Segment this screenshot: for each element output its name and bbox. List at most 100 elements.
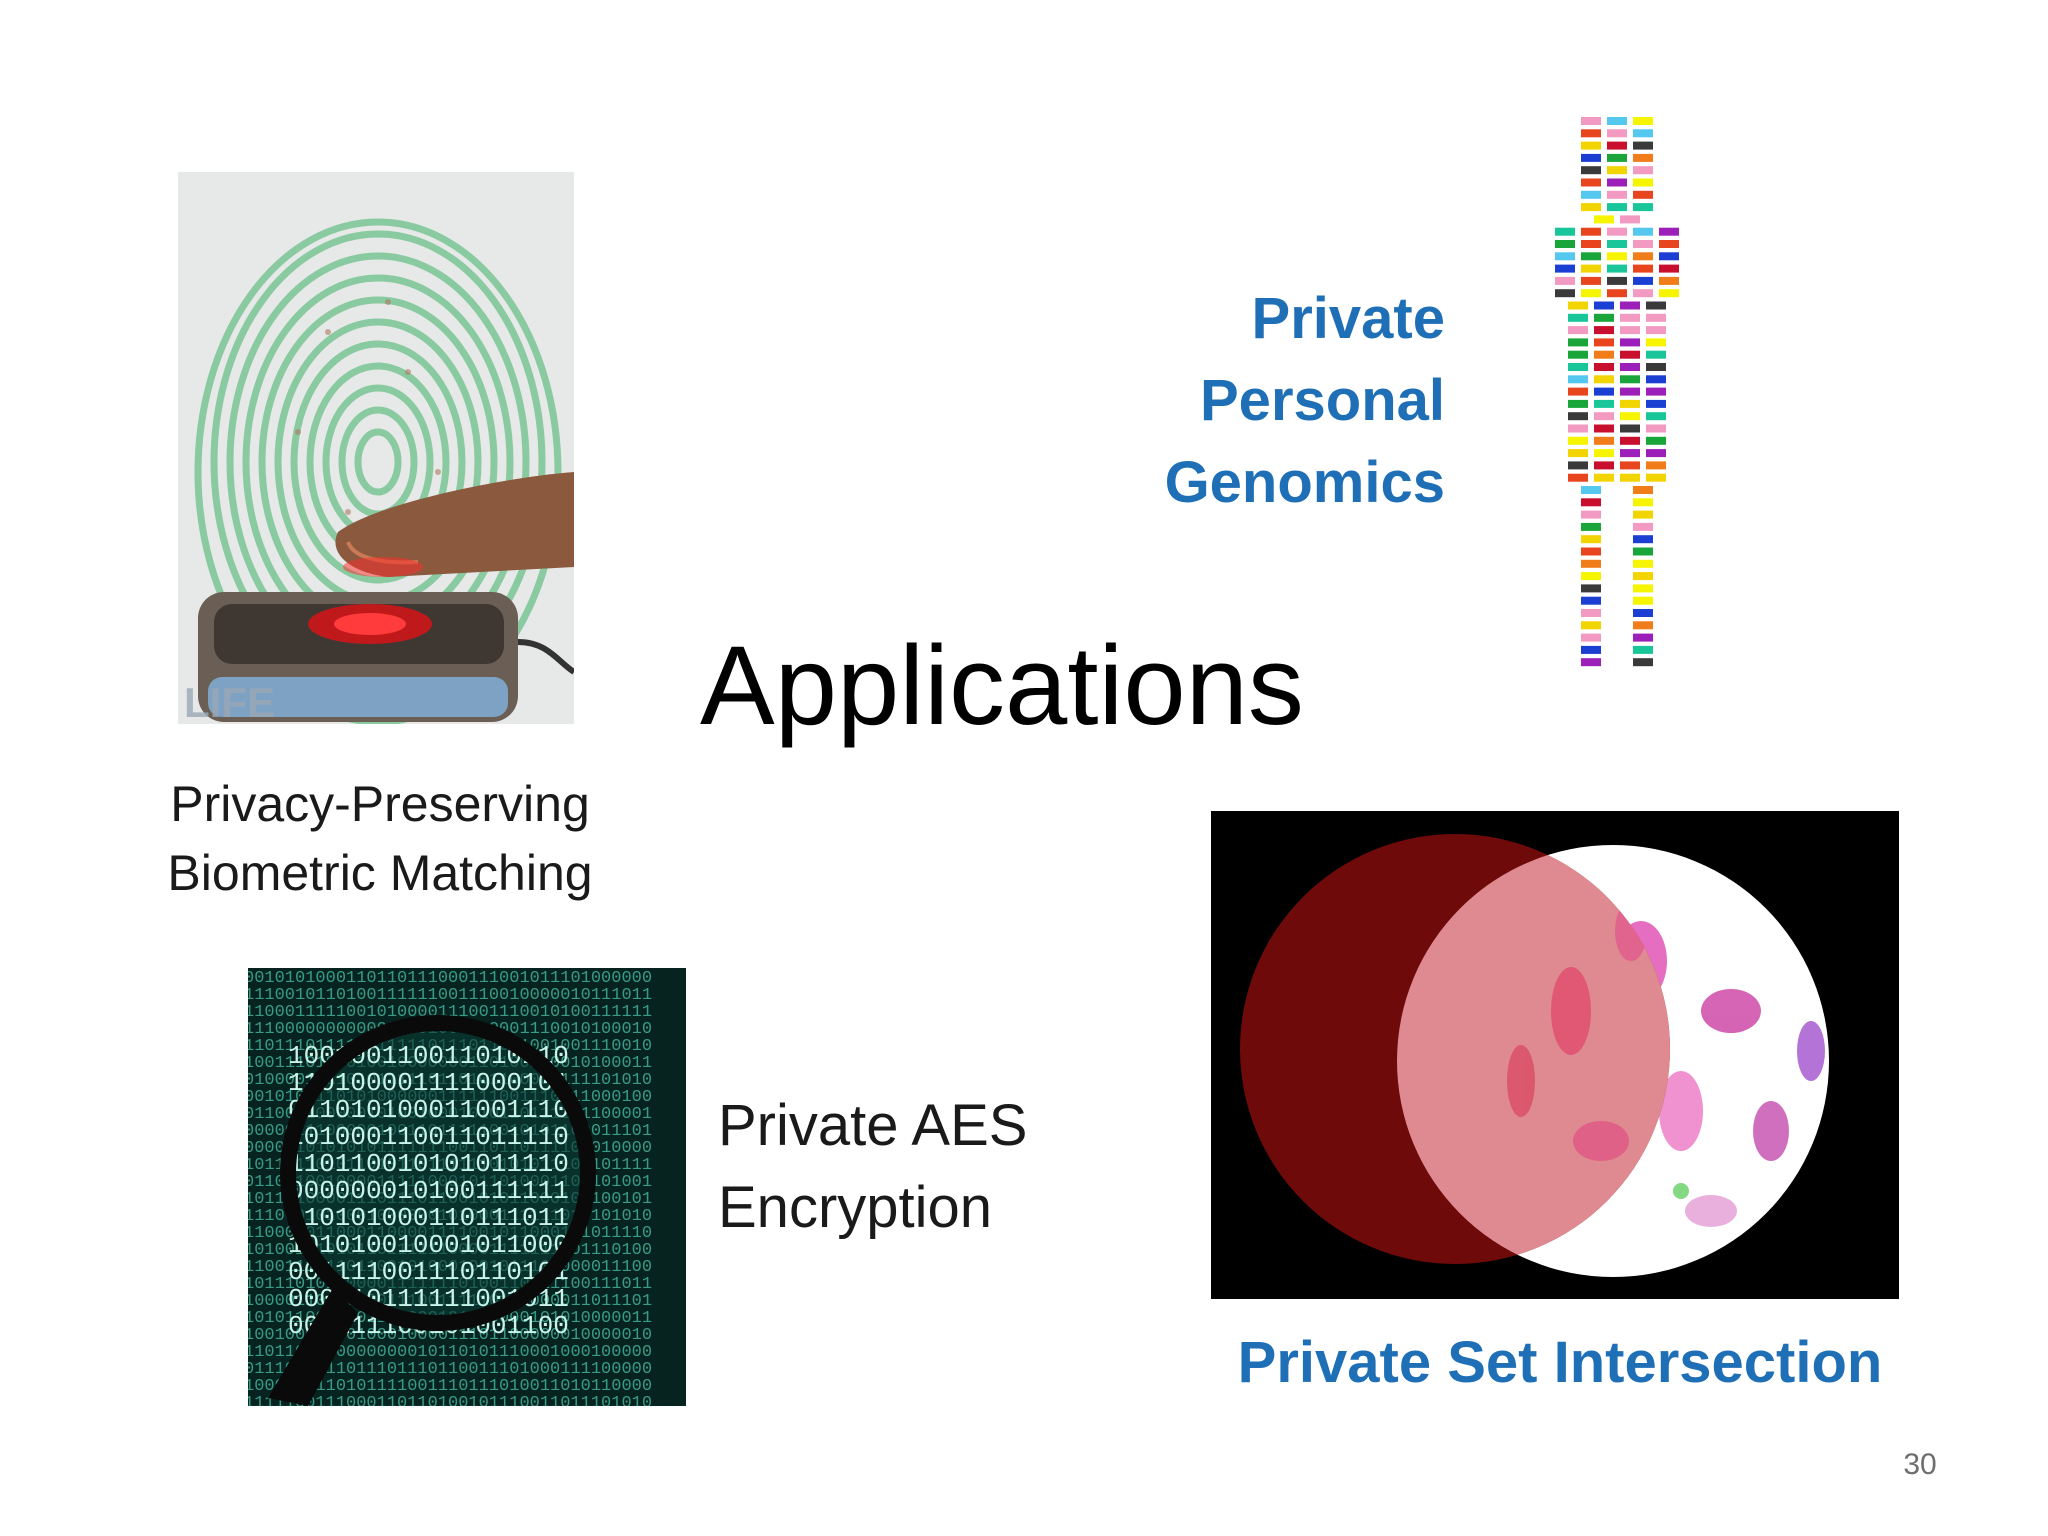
genome-bar xyxy=(1646,350,1666,359)
genomics-caption-line3: Genomics xyxy=(1164,450,1445,515)
genome-bar xyxy=(1607,203,1627,212)
genome-bar xyxy=(1581,153,1601,162)
binary-row: 1101101000000000010110101110001000100000 xyxy=(248,1343,652,1362)
genome-bar xyxy=(1568,473,1588,482)
genome-bar xyxy=(1620,363,1640,371)
genome-bar xyxy=(1581,486,1601,494)
genome-bar xyxy=(1607,190,1627,199)
genome-bar xyxy=(1633,117,1653,125)
genome-bar xyxy=(1581,289,1601,298)
genome-bar xyxy=(1607,289,1627,298)
genome-bar xyxy=(1633,153,1653,162)
binary-row: 1100011111001010000111001110010100111111 xyxy=(248,1003,652,1022)
genome-bar xyxy=(1607,252,1627,261)
binary-row: 1111100111000110110100101110011011101010 xyxy=(248,1394,652,1406)
genome-bar xyxy=(1646,301,1666,310)
genome-bar xyxy=(1633,486,1653,494)
genome-bar xyxy=(1646,375,1666,384)
genome-bar xyxy=(1659,227,1679,236)
genome-bar xyxy=(1555,227,1575,236)
genome-bar xyxy=(1633,190,1653,199)
genome-bar xyxy=(1633,203,1653,212)
genome-bar xyxy=(1620,350,1640,359)
genome-bar xyxy=(1555,289,1575,298)
aes-caption-line2: Encryption xyxy=(718,1175,993,1240)
genome-bar xyxy=(1620,473,1640,482)
genome-bar xyxy=(1620,215,1640,224)
genome-bar xyxy=(1633,252,1653,261)
genome-bar xyxy=(1594,313,1614,322)
genome-bar xyxy=(1581,227,1601,236)
binary-row: 1001000100010001000011101100000010000010 xyxy=(248,1326,652,1345)
genome-bar xyxy=(1620,301,1640,310)
genome-bar xyxy=(1633,645,1653,654)
genome-bar xyxy=(1646,326,1666,335)
genome-bar xyxy=(1633,522,1653,531)
genomics-caption: Private Personal Genomics xyxy=(1060,278,1445,524)
genome-bar xyxy=(1646,473,1666,482)
genome-bar xyxy=(1633,141,1653,150)
genome-bar xyxy=(1581,190,1601,199)
genome-bar xyxy=(1568,301,1588,310)
genome-bar xyxy=(1555,276,1575,285)
genome-bar xyxy=(1607,178,1627,187)
genome-bar xyxy=(1581,276,1601,285)
genome-bar xyxy=(1607,276,1627,285)
genomics-caption-line1: Private xyxy=(1251,286,1445,351)
genome-bar xyxy=(1594,424,1614,433)
psi-caption: Private Set Intersection xyxy=(1237,1330,1883,1395)
genome-bar xyxy=(1594,326,1614,335)
genome-bar xyxy=(1607,129,1627,138)
genome-bar xyxy=(1594,350,1614,359)
genome-bar xyxy=(1607,153,1627,162)
genome-bar xyxy=(1659,276,1679,285)
genome-bar xyxy=(1607,227,1627,236)
genome-bar xyxy=(1594,436,1614,445)
genome-bar xyxy=(1594,215,1614,224)
genome-bar xyxy=(1581,559,1601,568)
genome-bar xyxy=(1633,129,1653,138)
genome-bar xyxy=(1568,424,1588,433)
genome-bar xyxy=(1633,584,1653,593)
genome-bar xyxy=(1555,252,1575,261)
genome-bar xyxy=(1633,621,1653,630)
genome-bar xyxy=(1620,338,1640,347)
genome-bar xyxy=(1568,375,1588,384)
lens-glow xyxy=(288,1023,588,1323)
genome-bar xyxy=(1594,387,1614,396)
genome-bar xyxy=(1659,264,1679,273)
genome-bar xyxy=(1581,584,1601,593)
genome-bar xyxy=(1633,535,1653,544)
binary-row: 0010101000110110111000111001011101000000 xyxy=(248,969,652,988)
magnified-binary-row: 101000110011011110 xyxy=(288,1122,569,1152)
genome-bar xyxy=(1581,141,1601,150)
genome-bar xyxy=(1594,363,1614,371)
genome-bar xyxy=(1594,338,1614,347)
genome-bar xyxy=(1581,178,1601,187)
genome-bar xyxy=(1581,240,1601,248)
genome-bar xyxy=(1633,633,1653,642)
genome-bar xyxy=(1568,461,1588,470)
genome-bar xyxy=(1646,338,1666,347)
genome-bar xyxy=(1633,276,1653,285)
genome-bar xyxy=(1594,473,1614,482)
genome-bar xyxy=(1633,498,1653,507)
genome-bar xyxy=(1594,399,1614,408)
genome-bar xyxy=(1633,227,1653,236)
genome-bar xyxy=(1581,658,1601,667)
life-watermark: LIFE xyxy=(184,679,275,724)
genome-bar xyxy=(1633,596,1653,605)
genome-bar xyxy=(1646,313,1666,322)
genome-bar xyxy=(1594,375,1614,384)
genome-bar xyxy=(1620,449,1640,458)
genome-bar xyxy=(1620,399,1640,408)
genome-bar xyxy=(1620,387,1640,396)
genome-bar xyxy=(1594,301,1614,310)
genome-bar xyxy=(1620,375,1640,384)
genome-bar xyxy=(1633,510,1653,519)
genome-bar xyxy=(1581,596,1601,605)
genome-bar xyxy=(1568,387,1588,396)
genome-bar xyxy=(1607,240,1627,248)
genome-bar xyxy=(1555,240,1575,248)
genome-bar xyxy=(1581,609,1601,617)
